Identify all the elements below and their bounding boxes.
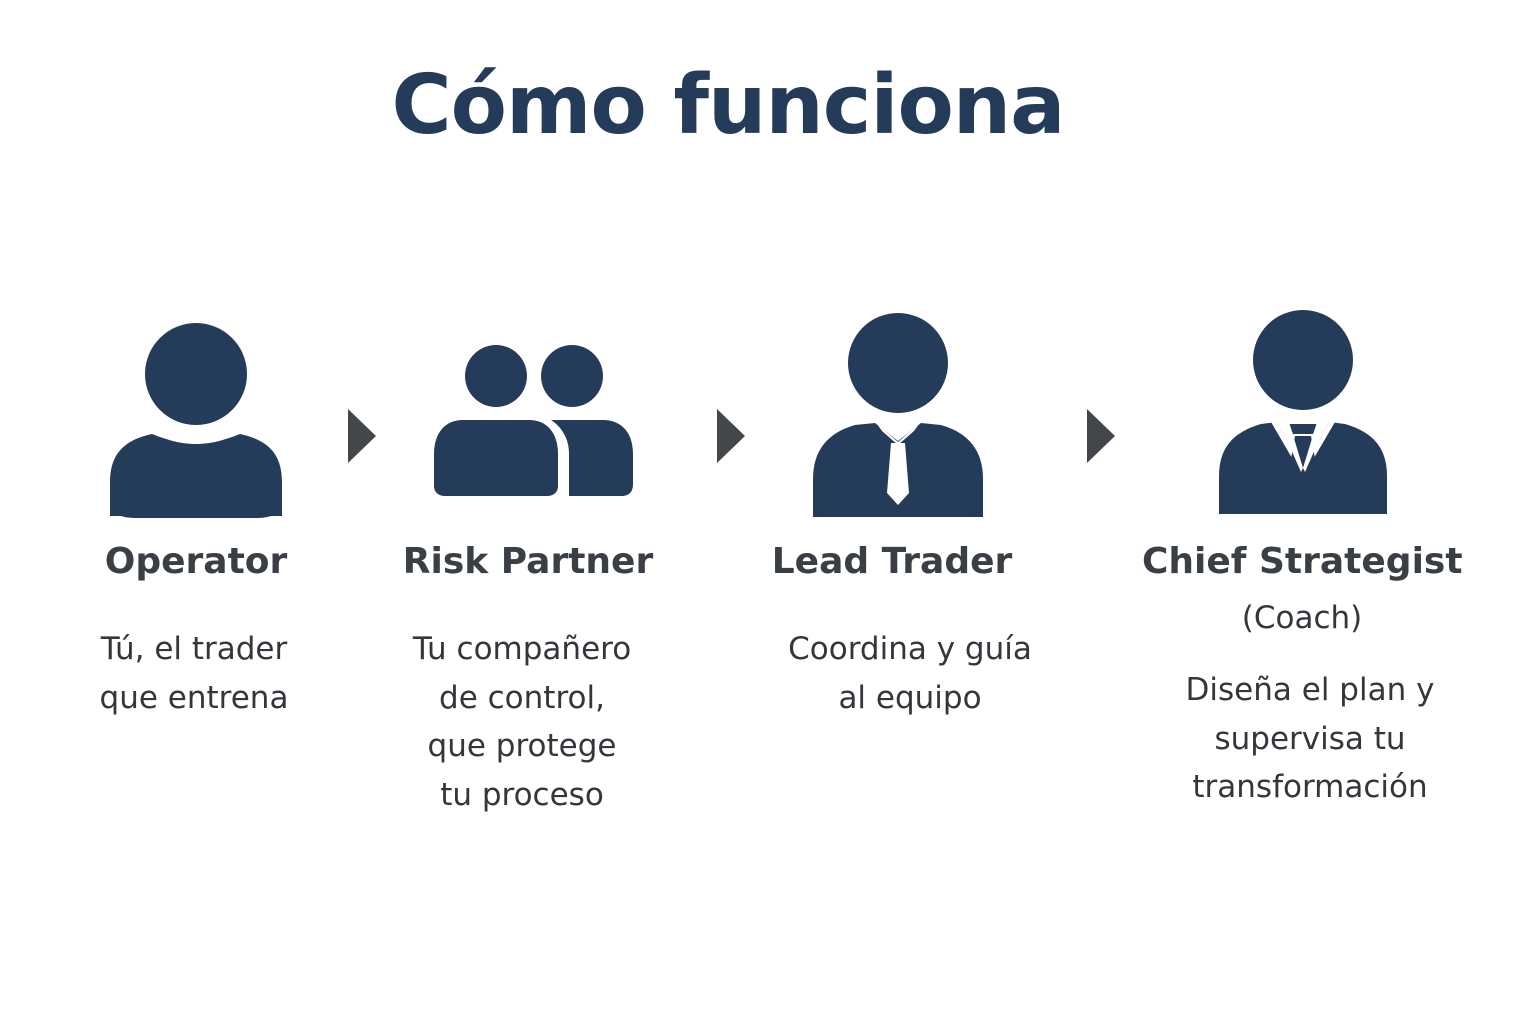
role-operator: Operator <box>104 541 288 582</box>
description-operator: Tú, el trader que entrena <box>44 625 344 722</box>
description-line: Tú, el trader <box>100 631 288 667</box>
description-lead-trader: Coordina y guía al equipo <box>760 625 1060 722</box>
description-line: supervisa tu <box>1214 720 1406 757</box>
role-chief-strategist: Chief Strategist <box>1142 541 1463 582</box>
role-risk-partner: Risk Partner <box>402 541 654 582</box>
description-risk-partner: Tu compañero de control, que protege tu … <box>372 625 672 819</box>
description-line: de control, <box>439 679 605 716</box>
description-line: transformación <box>1192 769 1428 805</box>
arrow-right-icon <box>717 409 745 467</box>
arrow-right-icon <box>1087 409 1115 467</box>
two-people-icon <box>433 344 633 498</box>
description-line: Diseña el plan y <box>1185 672 1435 708</box>
businessman-icon <box>1219 310 1387 516</box>
arrow-right-icon <box>348 409 376 467</box>
description-line: tu proceso <box>440 776 604 813</box>
description-line: Coordina y guía <box>788 631 1032 667</box>
description-line: al equipo <box>838 679 982 716</box>
page-title: Cómo funciona <box>391 58 1065 153</box>
description-line: que protege <box>427 728 617 764</box>
description-chief-strategist: Diseña el plan y supervisa tu transforma… <box>1150 666 1470 812</box>
single-person-icon <box>110 322 282 520</box>
role-subtitle-coach: (Coach) <box>1241 600 1363 636</box>
description-line: que entrena <box>99 679 289 716</box>
description-line: Tu compañero <box>412 631 632 667</box>
person-with-tie-icon <box>813 311 983 519</box>
role-lead-trader: Lead Trader <box>771 541 1013 582</box>
